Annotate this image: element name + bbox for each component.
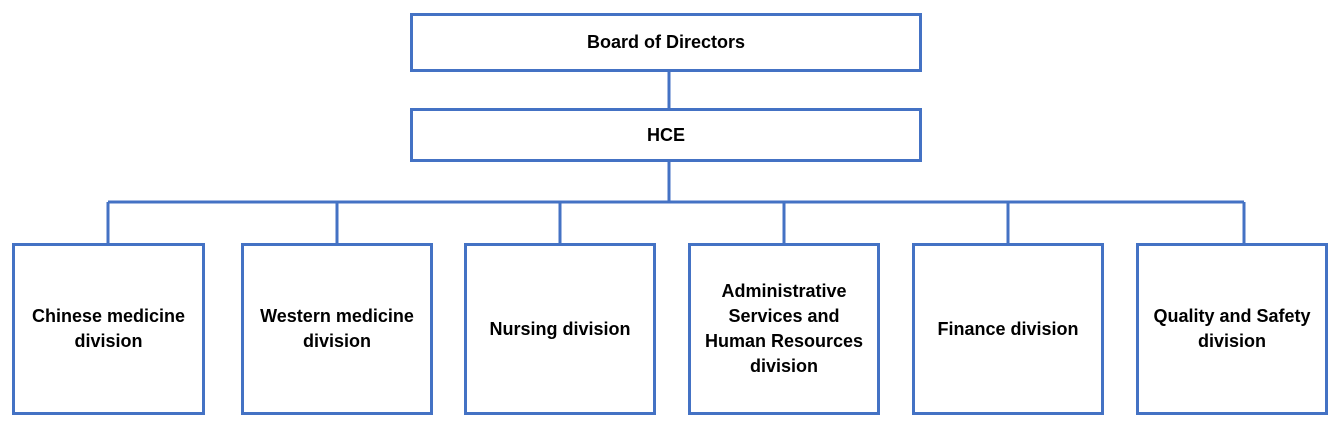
- board-of-directors-box: Board of Directors: [410, 13, 922, 72]
- division-box-quality-safety: Quality and Safety division: [1136, 243, 1328, 415]
- board-of-directors-label: Board of Directors: [586, 32, 746, 52]
- hce-box: HCE: [410, 108, 922, 162]
- division-label: Administrative Services and Human Resour…: [704, 281, 864, 376]
- division-label: Finance division: [937, 318, 1079, 339]
- division-label: Chinese medicine division: [31, 306, 186, 351]
- hce-label: HCE: [646, 124, 685, 145]
- division-box-finance: Finance division: [912, 243, 1104, 415]
- division-box-nursing: Nursing division: [464, 243, 656, 415]
- division-label: Western medicine division: [260, 306, 414, 351]
- division-label: Quality and Safety division: [1153, 306, 1311, 351]
- division-label: Nursing division: [489, 318, 631, 339]
- division-box-western-medicine: Western medicine division: [241, 243, 433, 415]
- division-box-chinese-medicine: Chinese medicine division: [12, 243, 205, 415]
- division-box-administrative-services-hr: Administrative Services and Human Resour…: [688, 243, 880, 415]
